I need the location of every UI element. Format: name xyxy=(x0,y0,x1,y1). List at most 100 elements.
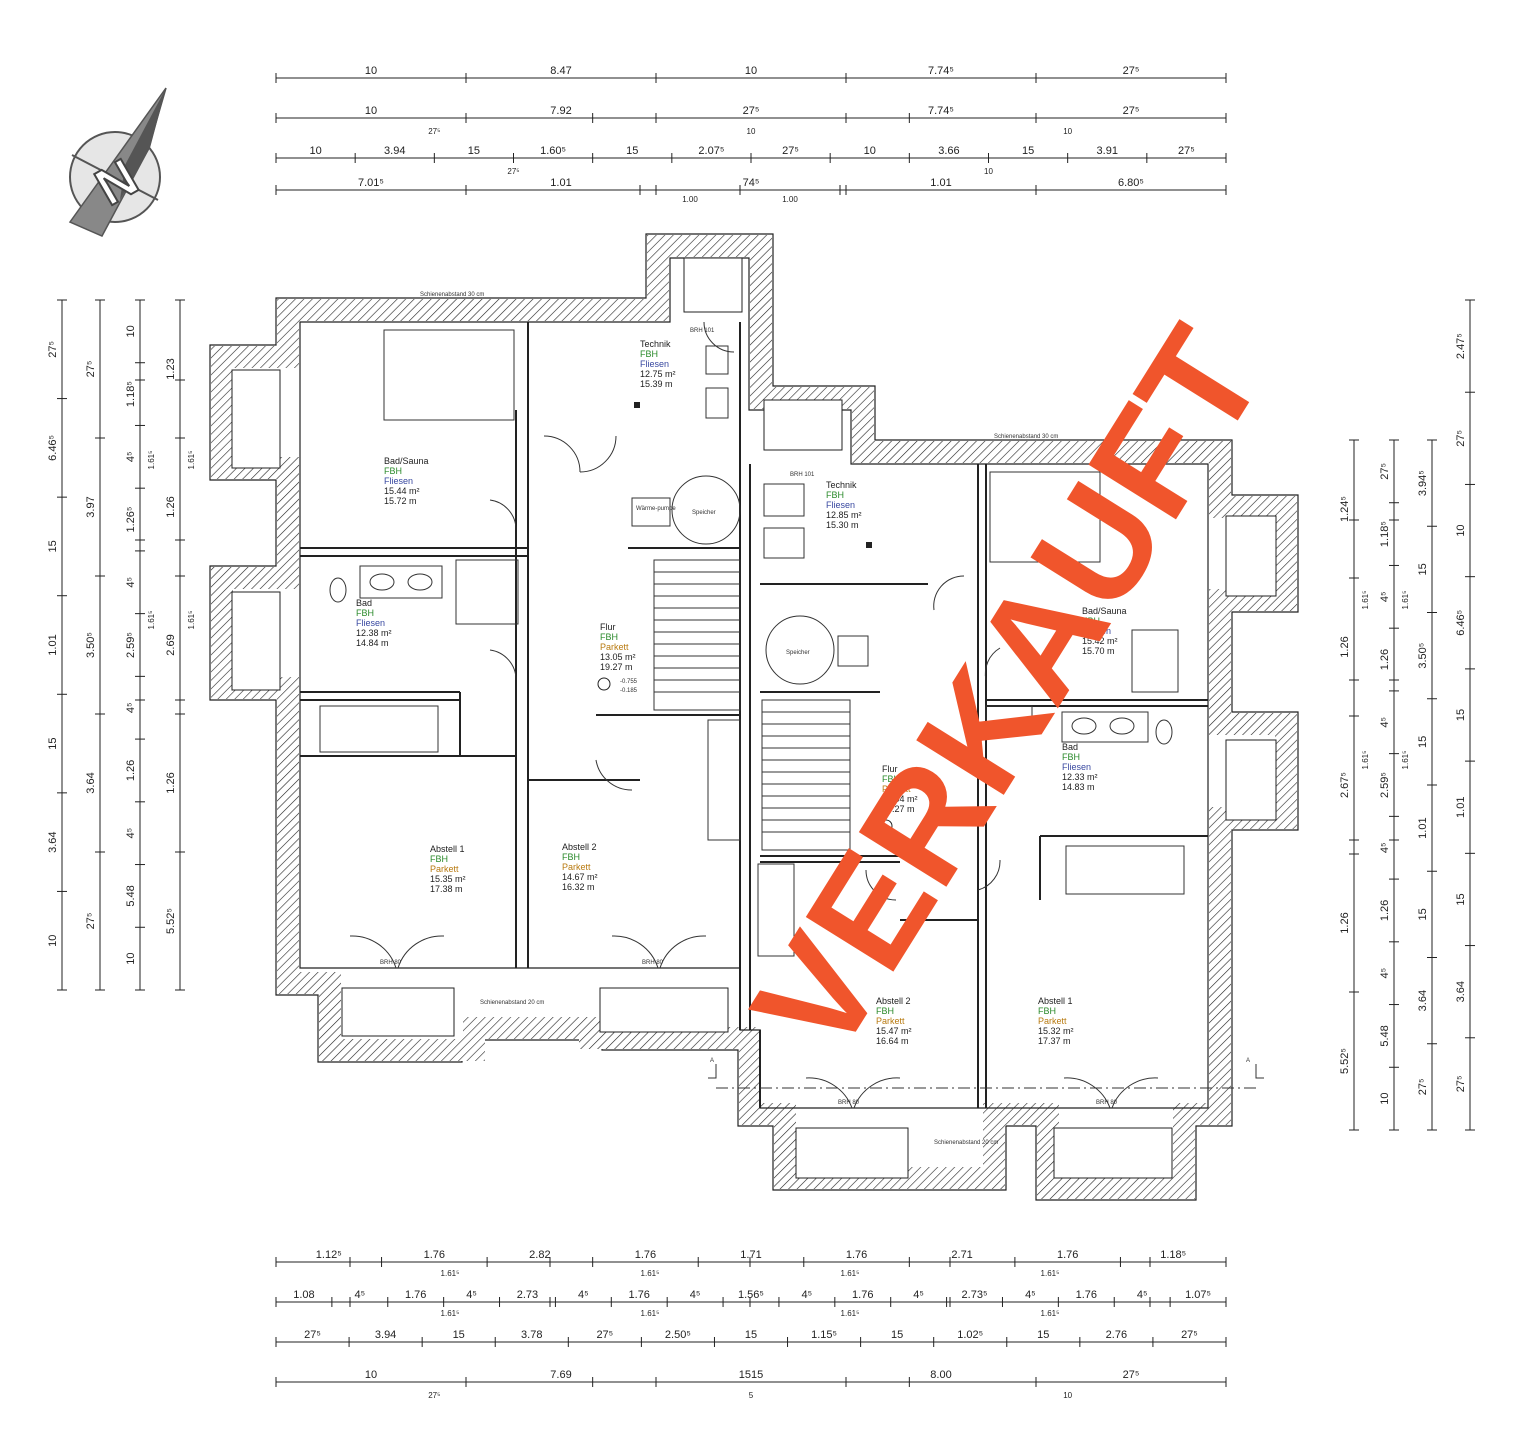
room-heat: FBH xyxy=(1082,616,1100,626)
dimension-value: 15 xyxy=(891,1329,903,1341)
room-name: Abstell 2 xyxy=(876,996,911,1006)
dimension-value: 4⁵ xyxy=(690,1289,701,1301)
dimension-value: 1.76 xyxy=(629,1289,650,1301)
dimension-value: 4⁵ xyxy=(913,1289,924,1301)
room-perim: 19.27 m xyxy=(882,804,915,814)
dimension-value: 27⁵ xyxy=(85,913,97,930)
dimension-value: 3.64 xyxy=(85,772,97,793)
room-heat: FBH xyxy=(562,852,580,862)
dimension-value: 2.67⁵ xyxy=(1339,772,1351,798)
room-heat: FBH xyxy=(826,490,844,500)
dimension-value: 4⁵ xyxy=(1025,1289,1036,1301)
room-name: Bad/Sauna xyxy=(1082,606,1127,616)
dimension-value: 3.64 xyxy=(1455,981,1467,1002)
dimension-value: 10 xyxy=(864,145,876,157)
dimension-value: 10 xyxy=(365,105,377,117)
dimension-value: 3.50⁵ xyxy=(85,632,97,658)
room-area: 14.67 m² xyxy=(562,872,598,882)
room-name: Flur xyxy=(882,764,898,774)
dimension-value: 7.74⁵ xyxy=(928,65,954,77)
dimension-value: 15 xyxy=(1417,736,1429,748)
rail-spacing-bottom-left: Schienenabstand 20 cm xyxy=(480,1000,544,1006)
dimension-value: 10 xyxy=(309,145,321,157)
rail-spacing-bottom-right: Schienenabstand 20 cm xyxy=(934,1140,998,1146)
dimension-value: 1.61⁵ xyxy=(1401,591,1410,610)
dimension-value: 1.56⁵ xyxy=(738,1289,764,1301)
dimension-lines xyxy=(57,73,1475,1387)
dimension-value: 1.18⁵ xyxy=(1160,1249,1186,1261)
room-area: 12.85 m² xyxy=(826,510,862,520)
room-area: 13.05 m² xyxy=(600,652,636,662)
dimension-value: 1.61⁵ xyxy=(147,451,156,470)
dimension-value: 1.61⁵ xyxy=(441,1269,460,1278)
room-name: Abstell 1 xyxy=(430,844,465,854)
speicher-label-right: Speicher xyxy=(786,650,810,656)
dimension-value: 10 xyxy=(125,325,137,337)
dimension-value: 5.52⁵ xyxy=(165,908,177,934)
dimension-value: 15 xyxy=(1037,1329,1049,1341)
room-perim: 14.83 m xyxy=(1062,782,1095,792)
room-perim: 15.39 m xyxy=(640,379,673,389)
dimension-value: 1.01 xyxy=(930,177,951,189)
room-area: 12.33 m² xyxy=(1062,772,1098,782)
dimension-value: 6.46⁵ xyxy=(47,435,59,461)
brh-label-2: BRH 101 xyxy=(790,472,815,478)
dimension-value: 10 xyxy=(47,935,59,947)
room-heat: FBH xyxy=(876,1006,894,1016)
dimension-value: 2.50⁵ xyxy=(665,1329,691,1341)
level-a: -0.755 xyxy=(620,679,638,685)
dimension-value: 1.12⁵ xyxy=(316,1249,342,1261)
dimension-value: 4⁵ xyxy=(125,577,137,588)
dimension-value: 27⁵ xyxy=(85,361,97,378)
dimension-value: 7.74⁵ xyxy=(928,105,954,117)
dimension-value: 4⁵ xyxy=(125,702,137,713)
dimension-value: 27⁵ xyxy=(1455,430,1467,447)
dimension-value: 1.26⁵ xyxy=(125,507,137,533)
dimension-value: 1.76 xyxy=(635,1249,656,1261)
room-area: 15.42 m² xyxy=(1082,636,1118,646)
dimension-value: 27⁵ xyxy=(1123,105,1140,117)
dimension-value: 4⁵ xyxy=(125,828,137,839)
room-perim: 17.37 m xyxy=(1038,1036,1071,1046)
room-perim: 15.72 m xyxy=(384,496,417,506)
waermepumpe-label: Wärme-pumpe xyxy=(636,506,676,512)
dimension-value: 1.26 xyxy=(125,760,137,781)
room-perim: 16.32 m xyxy=(562,882,595,892)
dimension-value: 27⁵ xyxy=(743,105,760,117)
room-area: 15.35 m² xyxy=(430,874,466,884)
dimension-value: 1.26 xyxy=(1339,636,1351,657)
dimension-value: 27⁵ xyxy=(1379,463,1391,480)
dimension-value: 3.94 xyxy=(375,1329,396,1341)
dimension-value: 2.73⁵ xyxy=(962,1289,988,1301)
dimension-value: 1.02⁵ xyxy=(957,1329,983,1341)
dimension-value: 2.76 xyxy=(1106,1329,1127,1341)
room-floor: Fliesen xyxy=(640,359,669,369)
level-b: -0.185 xyxy=(620,688,638,694)
dimension-value: 8.00 xyxy=(930,1369,951,1381)
dimension-value: 27⁵ xyxy=(596,1329,613,1341)
room-floor: Parkett xyxy=(876,1016,905,1026)
room-heat: FBH xyxy=(882,774,900,784)
dimension-value: 4⁵ xyxy=(1379,591,1391,602)
dimension-value: 3.91 xyxy=(1097,145,1118,157)
dimension-value: 2.59⁵ xyxy=(125,632,137,658)
staircase xyxy=(653,559,851,957)
brh-label-5: BRH 80 xyxy=(838,1100,860,1106)
brh-label-1: BRH 101 xyxy=(690,328,715,334)
dimension-value: 27⁵ xyxy=(1181,1329,1198,1341)
dimension-value: 15 xyxy=(745,1329,757,1341)
dimension-value: 1.08 xyxy=(293,1289,314,1301)
dimension-value: 1.76 xyxy=(405,1289,426,1301)
dimension-value: 27⁵ xyxy=(428,1391,440,1400)
dimension-value: 2.47⁵ xyxy=(1455,333,1467,359)
room-heat: FBH xyxy=(430,854,448,864)
room-area: 12.75 m² xyxy=(640,369,676,379)
room-floor: Fliesen xyxy=(356,618,385,628)
dimension-value: 4⁵ xyxy=(1379,717,1391,728)
dimension-value: 3.64 xyxy=(47,831,59,852)
dimension-value: 2.59⁵ xyxy=(1379,772,1391,798)
